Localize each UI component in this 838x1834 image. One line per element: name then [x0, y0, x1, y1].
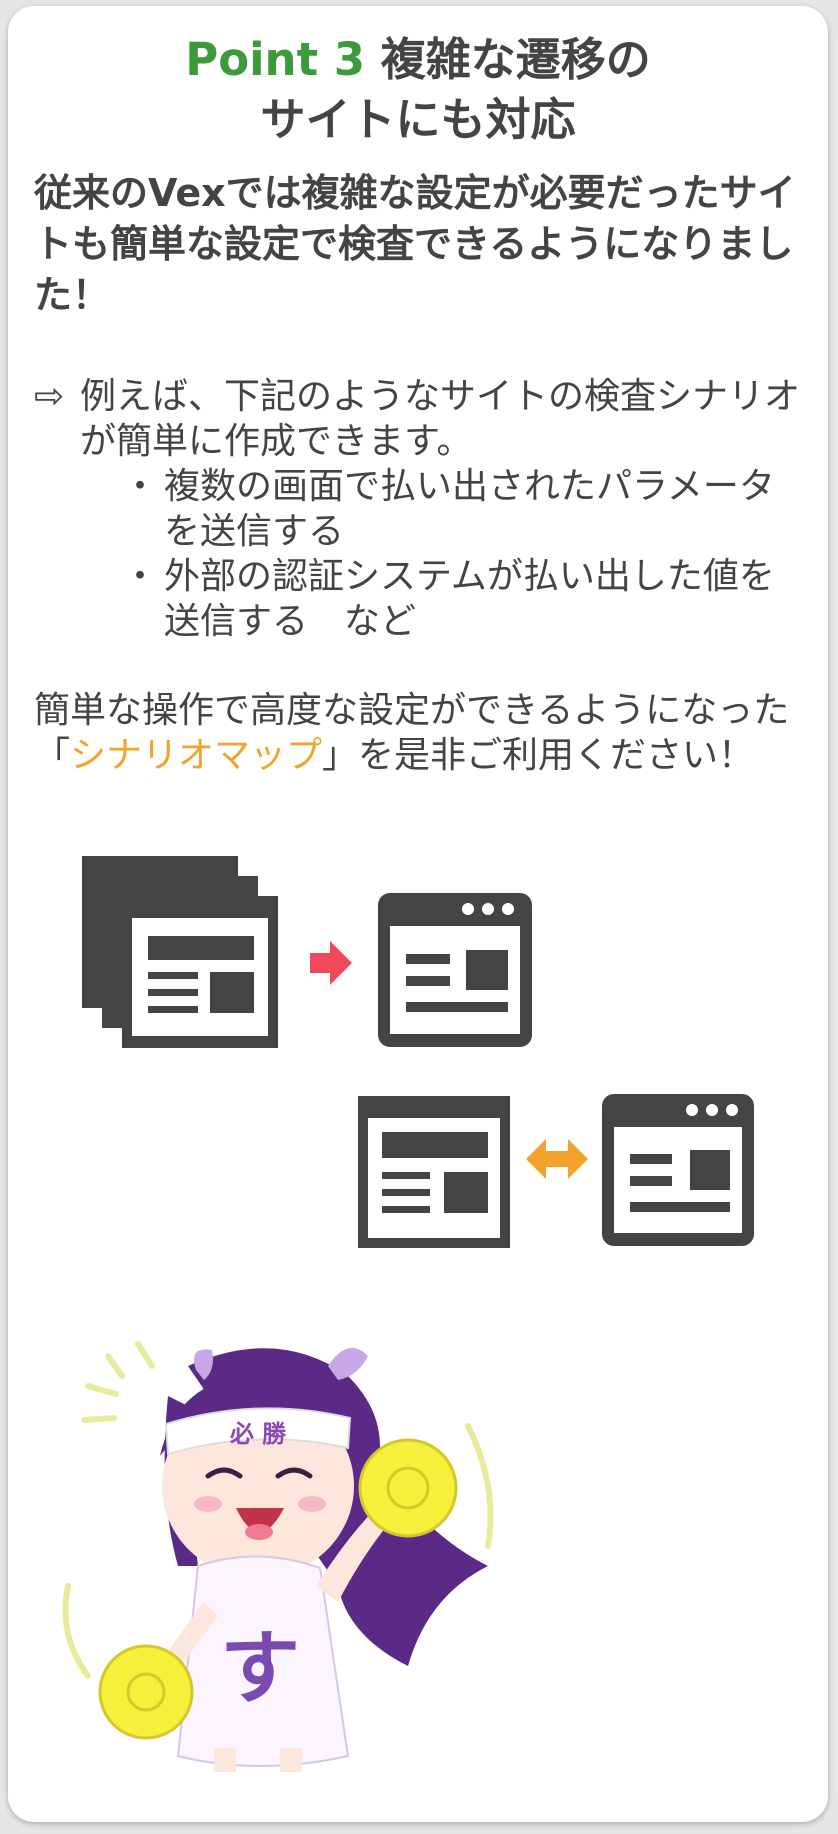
- page-title: Point 3 複雑な遷移の サイトにも対応: [8, 30, 828, 150]
- list-item-text: 外部の認証システムが払い出した値を送信する など: [164, 556, 775, 642]
- transition-diagram: [82, 856, 754, 1248]
- example-intro: ⇨ 例えば、下記のようなサイトの検査シナリオが簡単に作成できます。: [34, 374, 804, 464]
- lead-text: 従来のVexでは複雑な設定が必要だったサイトも簡単な設定で検査できるようになりま…: [34, 171, 796, 317]
- point-label: Point 3: [185, 33, 366, 86]
- headband-text: 必 勝: [230, 1420, 287, 1448]
- scenario-map-highlight: シナリオマップ: [70, 735, 323, 776]
- example-section: ⇨ 例えば、下記のようなサイトの検査シナリオが簡単に作成できます。 ・複数の画面…: [34, 374, 804, 644]
- pompom-icon: [98, 1644, 194, 1740]
- browser-window-icon: [602, 1094, 754, 1246]
- list-item: ・複数の画面で払い出されたパラメータを送信する: [120, 464, 804, 554]
- stacked-pages-icon: [82, 856, 278, 1048]
- headband: [164, 1407, 352, 1456]
- shirt-text: す: [220, 1622, 300, 1715]
- double-arrow-icon: [526, 1139, 588, 1179]
- title-line-1: Point 3 複雑な遷移の: [8, 30, 828, 90]
- right-arrow-icon: [310, 941, 352, 985]
- example-text: 例えば、下記のようなサイトの検査シナリオが簡単に作成できます。: [80, 376, 801, 462]
- closing-before: 簡単な操作で高度な設定ができるようになった「: [34, 690, 790, 776]
- list-item-text: 複数の画面で払い出されたパラメータを送信する: [164, 466, 775, 552]
- page-icon: [358, 1096, 510, 1248]
- closing-after: 」を是非ご利用ください！: [322, 735, 755, 776]
- browser-window-icon: [378, 893, 532, 1047]
- bullet-icon: ・: [122, 556, 159, 597]
- example-list: ・複数の画面で払い出されたパラメータを送信する ・外部の認証システムが払い出した…: [34, 464, 804, 644]
- title-line-1-rest: 複雑な遷移の: [365, 33, 651, 86]
- cheerleader-mascot: 必 勝 す: [62, 1341, 494, 1772]
- list-item: ・外部の認証システムが払い出した値を送信する など: [120, 554, 804, 644]
- motion-lines: [62, 1341, 494, 1679]
- pompom-icon: [358, 1438, 458, 1538]
- open-arrow-icon: ⇨: [34, 376, 65, 417]
- title-line-2: サイトにも対応: [260, 93, 576, 146]
- bullet-icon: ・: [122, 466, 159, 507]
- card: Point 3 複雑な遷移の サイトにも対応 従来のVexでは複雑な設定が必要だ…: [8, 6, 828, 1822]
- closing-text: 簡単な操作で高度な設定ができるようになった「シナリオマップ」を是非ご利用ください…: [34, 688, 804, 778]
